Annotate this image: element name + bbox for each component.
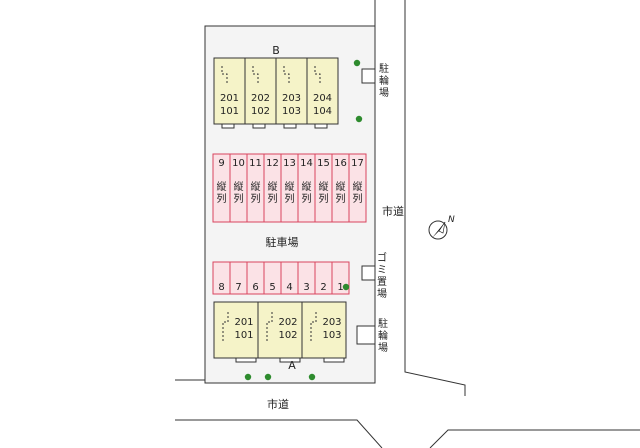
compass-north-label: N <box>448 215 455 225</box>
parking-stall-2: 2 <box>314 261 333 295</box>
parking-stall-number: 9 <box>218 158 224 169</box>
parking-stall-14: 14 縦列 <box>297 153 316 223</box>
parking-stall-number: 8 <box>218 282 224 293</box>
unit-lower-number: 101 <box>220 106 239 117</box>
parking-stall-number: 7 <box>235 282 241 293</box>
tree-icon <box>264 373 272 381</box>
parking-stall-note: 縦列 <box>302 180 312 205</box>
parking-stall-3: 3 <box>297 261 316 295</box>
tree-icon <box>244 373 252 381</box>
unit-lower-number: 104 <box>313 106 332 117</box>
unit-upper-number: 204 <box>313 93 332 104</box>
parking-stall-number: 12 <box>266 158 279 169</box>
unit-lower-number: 101 <box>234 330 253 341</box>
garbage-area: ゴミ置場 <box>361 251 387 300</box>
road-label-south: 市道 <box>267 397 289 411</box>
parking-stall-number: 11 <box>249 158 262 169</box>
bicycle-parking-top-box <box>361 68 376 84</box>
parking-stall-16: 16 縦列 <box>331 153 350 223</box>
parking-stall-number: 5 <box>269 282 275 293</box>
building-a-label: A <box>288 359 296 372</box>
parking-stall-number: 4 <box>286 282 292 293</box>
parking-stall-8: 8 <box>212 261 231 295</box>
tree-icon <box>308 373 316 381</box>
bicycle-parking-top-label: 駐輪場 <box>379 62 389 99</box>
unit-upper-number: 202 <box>278 317 297 328</box>
parking-stall-note: 縦列 <box>234 180 244 205</box>
parking-stall-number: 14 <box>300 158 313 169</box>
unit-lower-number: 102 <box>278 330 297 341</box>
parking-stall-note: 縦列 <box>353 180 363 205</box>
unit-upper-number: 202 <box>251 93 270 104</box>
road-label-east: 市道 <box>382 204 404 218</box>
unit-upper-number: 201 <box>234 317 253 328</box>
parking-stall-17: 17 縦列 <box>348 153 367 223</box>
garbage-area-box <box>361 265 376 281</box>
parking-row-upper: 9 縦列 10 縦列 11 縦列 12 縦列 13 縦列 14 縦列 15 縦列 16 縦列 17 縦列 <box>212 153 367 223</box>
parking-stall-number: 13 <box>283 158 296 169</box>
garbage-area-label: ゴミ置場 <box>377 251 387 300</box>
tree-icon <box>355 115 363 123</box>
trees <box>244 59 363 381</box>
parking-stall-10: 10 縦列 <box>229 153 248 223</box>
unit-upper-number: 201 <box>220 93 239 104</box>
parking-stall-note: 縦列 <box>217 180 227 205</box>
parking-stall-5: 5 <box>263 261 282 295</box>
parking-stall-number: 17 <box>351 158 364 169</box>
parking-stall-note: 縦列 <box>336 180 346 205</box>
bicycle-parking-top: 駐輪場 <box>361 62 389 99</box>
compass-north-arrow-icon: N <box>428 215 455 240</box>
bicycle-parking-bottom-label: 駐輪場 <box>378 317 388 354</box>
bicycle-parking-bottom: 駐輪場 <box>356 317 388 354</box>
parking-stall-note: 縦列 <box>251 180 261 205</box>
parking-stall-4: 4 <box>280 261 299 295</box>
parking-stall-number: 10 <box>232 158 245 169</box>
parking-stall-11: 11 縦列 <box>246 153 265 223</box>
parking-stall-number: 3 <box>303 282 309 293</box>
parking-stall-note: 縦列 <box>319 180 329 205</box>
unit-lower-number: 102 <box>251 106 270 117</box>
tree-icon <box>353 59 361 67</box>
building-b-label: B <box>272 44 280 57</box>
parking-stall-13: 13 縦列 <box>280 153 299 223</box>
unit-upper-number: 203 <box>322 317 341 328</box>
parking-stall-9: 9 縦列 <box>212 153 231 223</box>
parking-stall-7: 7 <box>229 261 248 295</box>
tree-icon <box>342 283 350 291</box>
unit-lower-number: 103 <box>282 106 301 117</box>
unit-upper-number: 203 <box>282 93 301 104</box>
parking-stall-note: 縦列 <box>285 180 295 205</box>
parking-stall-number: 15 <box>317 158 330 169</box>
parking-stall-6: 6 <box>246 261 265 295</box>
bicycle-parking-bottom-box <box>356 325 376 345</box>
parking-stall-note: 縦列 <box>268 180 278 205</box>
parking-label: 駐車場 <box>266 235 299 249</box>
parking-stall-number: 2 <box>320 282 326 293</box>
parking-stall-number: 6 <box>252 282 258 293</box>
unit-lower-number: 103 <box>322 330 341 341</box>
parking-stall-number: 1 <box>337 282 343 293</box>
parking-stall-15: 15 縦列 <box>314 153 333 223</box>
parking-stall-12: 12 縦列 <box>263 153 282 223</box>
parking-stall-number: 16 <box>334 158 347 169</box>
